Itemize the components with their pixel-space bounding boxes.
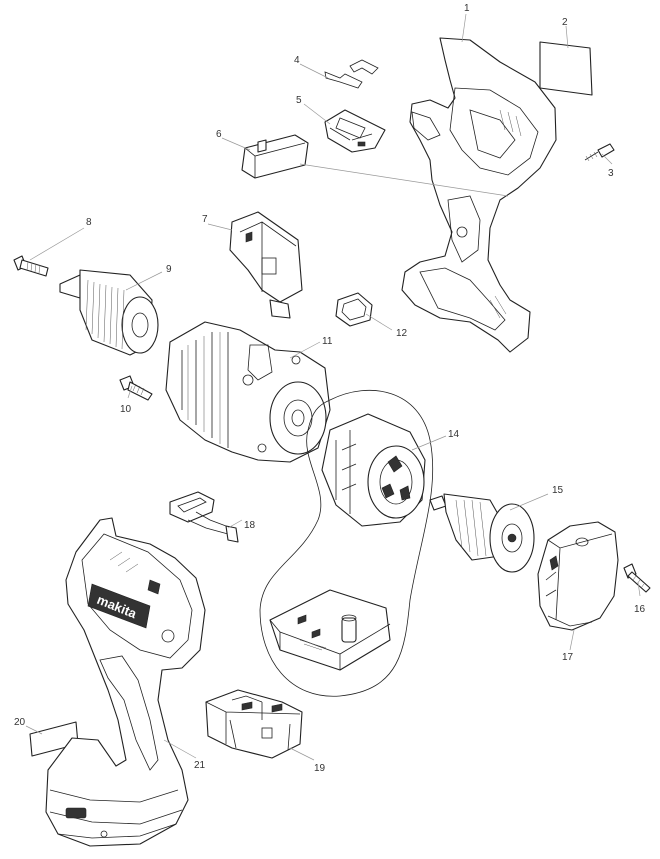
switch-button: [324, 109, 386, 153]
part-number-9: 9: [166, 264, 172, 275]
gear-screw: [119, 375, 153, 401]
housing-left-half: makita: [45, 517, 206, 847]
part-number-11: 11: [322, 336, 333, 347]
chuck-screw: [13, 255, 49, 277]
rotor: [429, 493, 535, 573]
stator-controller-assembly: [259, 389, 434, 697]
part-number-2: 2: [562, 17, 568, 28]
spring-clip: [324, 59, 379, 89]
part-number-19: 19: [314, 763, 326, 774]
part-number-3: 3: [608, 168, 614, 179]
label-plate: [539, 41, 593, 96]
part-number-5: 5: [296, 95, 302, 106]
part-number-6: 6: [216, 129, 222, 140]
trigger-switch: [229, 211, 303, 319]
part-number-8: 8: [86, 217, 92, 228]
part-number-16: 16: [634, 604, 646, 615]
gear-assembly: [165, 321, 331, 463]
part-number-18: 18: [244, 520, 256, 531]
rubber-ring: [335, 292, 373, 327]
part-number-7: 7: [202, 214, 208, 225]
battery-terminal: [205, 689, 303, 759]
part-number-labels: 1 2 3 4 5 6 7 8 9 10 11 12 14 15 16 17 1…: [14, 3, 646, 774]
screw-3: [584, 143, 615, 162]
rear-cover: [537, 521, 619, 631]
keyless-chuck: [59, 269, 159, 356]
part-number-1: 1: [464, 3, 470, 14]
leader-lines: [25, 13, 641, 761]
part-number-10: 10: [120, 404, 132, 415]
part-number-12: 12: [396, 328, 408, 339]
part-number-15: 15: [552, 485, 564, 496]
part-number-21: 21: [194, 760, 206, 771]
part-number-14: 14: [448, 429, 460, 440]
led-circuit: [169, 491, 239, 543]
part-number-20: 20: [14, 717, 26, 728]
housing-right-half: [401, 37, 557, 353]
screw-16: [623, 563, 651, 593]
part-number-17: 17: [562, 652, 574, 663]
reverse-lever: [241, 134, 309, 179]
part-number-4: 4: [294, 55, 300, 66]
